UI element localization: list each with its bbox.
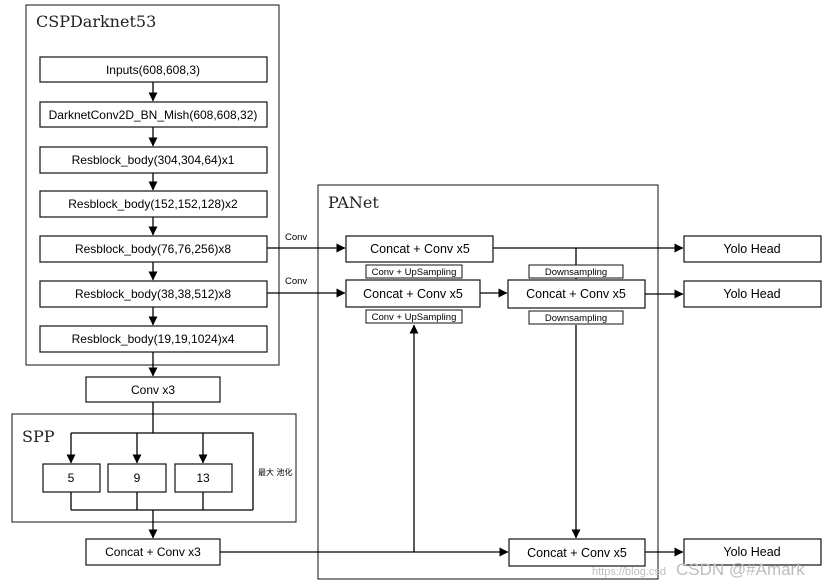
node-label: Concat + Conv x5 — [370, 242, 470, 256]
backbone-node-res4: Resblock_body(38,38,512)x8 — [39, 280, 268, 308]
tag-downsampling-1: Downsampling — [528, 264, 624, 279]
backbone-node-res5: Resblock_body(19,19,1024)x4 — [39, 325, 268, 353]
watermark-faint: https://blog.csd — [592, 566, 666, 578]
backbone-node-res2: Resblock_body(152,152,128)x2 — [39, 190, 268, 218]
edge-split-bypass — [236, 432, 254, 510]
pool-label: 9 — [134, 471, 141, 485]
spp-pool-5: 5 — [42, 463, 101, 493]
node-label: Resblock_body(304,304,64)x1 — [72, 153, 235, 167]
conv-x3-node: Conv x3 — [85, 376, 221, 403]
panet-title: PANet — [328, 193, 379, 212]
backbone-node-res3: Resblock_body(76,76,256)x8 — [39, 235, 268, 263]
tag-upsampling-1: Conv + UpSampling — [365, 264, 463, 279]
yolo-head-3: Yolo Head — [683, 538, 822, 566]
node-label: Resblock_body(38,38,512)x8 — [75, 287, 231, 301]
yolo-head-2: Yolo Head — [683, 280, 822, 308]
node-label: Resblock_body(152,152,128)x2 — [68, 197, 238, 211]
tag-label: Conv + UpSampling — [372, 267, 457, 278]
spp-title: SPP — [22, 427, 55, 446]
panet-concat-mid-right: Concat + Conv x5 — [507, 279, 646, 309]
node-label: DarknetConv2D_BN_Mish(608,608,32) — [49, 108, 258, 122]
edge-label-conv-top: Conv — [285, 232, 307, 243]
spp-pool-note: 最大 池化 — [258, 467, 293, 477]
node-label: Conv x3 — [131, 383, 175, 397]
backbone-node-res1: Resblock_body(304,304,64)x1 — [39, 146, 268, 174]
spp-pool-13: 13 — [174, 463, 233, 493]
watermark-brand: CSDN @#Amark — [676, 560, 805, 579]
tag-downsampling-2: Downsampling — [528, 310, 624, 325]
tag-label: Conv + UpSampling — [372, 312, 457, 323]
pool-label: 13 — [196, 471, 210, 485]
backbone-node-inputs: Inputs(608,608,3) — [39, 56, 268, 83]
node-label: Resblock_body(76,76,256)x8 — [75, 242, 231, 256]
backbone-node-darknetconv: DarknetConv2D_BN_Mish(608,608,32) — [39, 101, 268, 128]
concat-conv-x3-node: Concat + Conv x3 — [85, 538, 221, 566]
spp-pool-9: 9 — [107, 463, 167, 493]
node-label: Inputs(608,608,3) — [106, 63, 200, 77]
node-label: Concat + Conv x5 — [363, 287, 463, 301]
connectors — [66, 82, 684, 557]
tag-label: Downsampling — [545, 267, 607, 278]
pool-label: 5 — [68, 471, 75, 485]
panet-concat-mid-left: Concat + Conv x5 — [345, 279, 481, 308]
head-label: Yolo Head — [723, 242, 780, 256]
tag-upsampling-2: Conv + UpSampling — [365, 309, 463, 324]
node-label: Concat + Conv x3 — [105, 545, 201, 559]
node-label: Concat + Conv x5 — [527, 546, 627, 560]
node-label: Resblock_body(19,19,1024)x4 — [72, 332, 235, 346]
panet-concat-bottom: Concat + Conv x5 — [508, 538, 646, 567]
yolo-head-1: Yolo Head — [683, 235, 822, 263]
panet-concat-top-left: Concat + Conv x5 — [345, 235, 494, 263]
backbone-title: CSPDarknet53 — [36, 12, 156, 31]
head-label: Yolo Head — [723, 545, 780, 559]
tag-label: Downsampling — [545, 313, 607, 324]
head-label: Yolo Head — [723, 287, 780, 301]
edge-label-conv-mid: Conv — [285, 276, 307, 287]
node-label: Concat + Conv x5 — [526, 287, 626, 301]
